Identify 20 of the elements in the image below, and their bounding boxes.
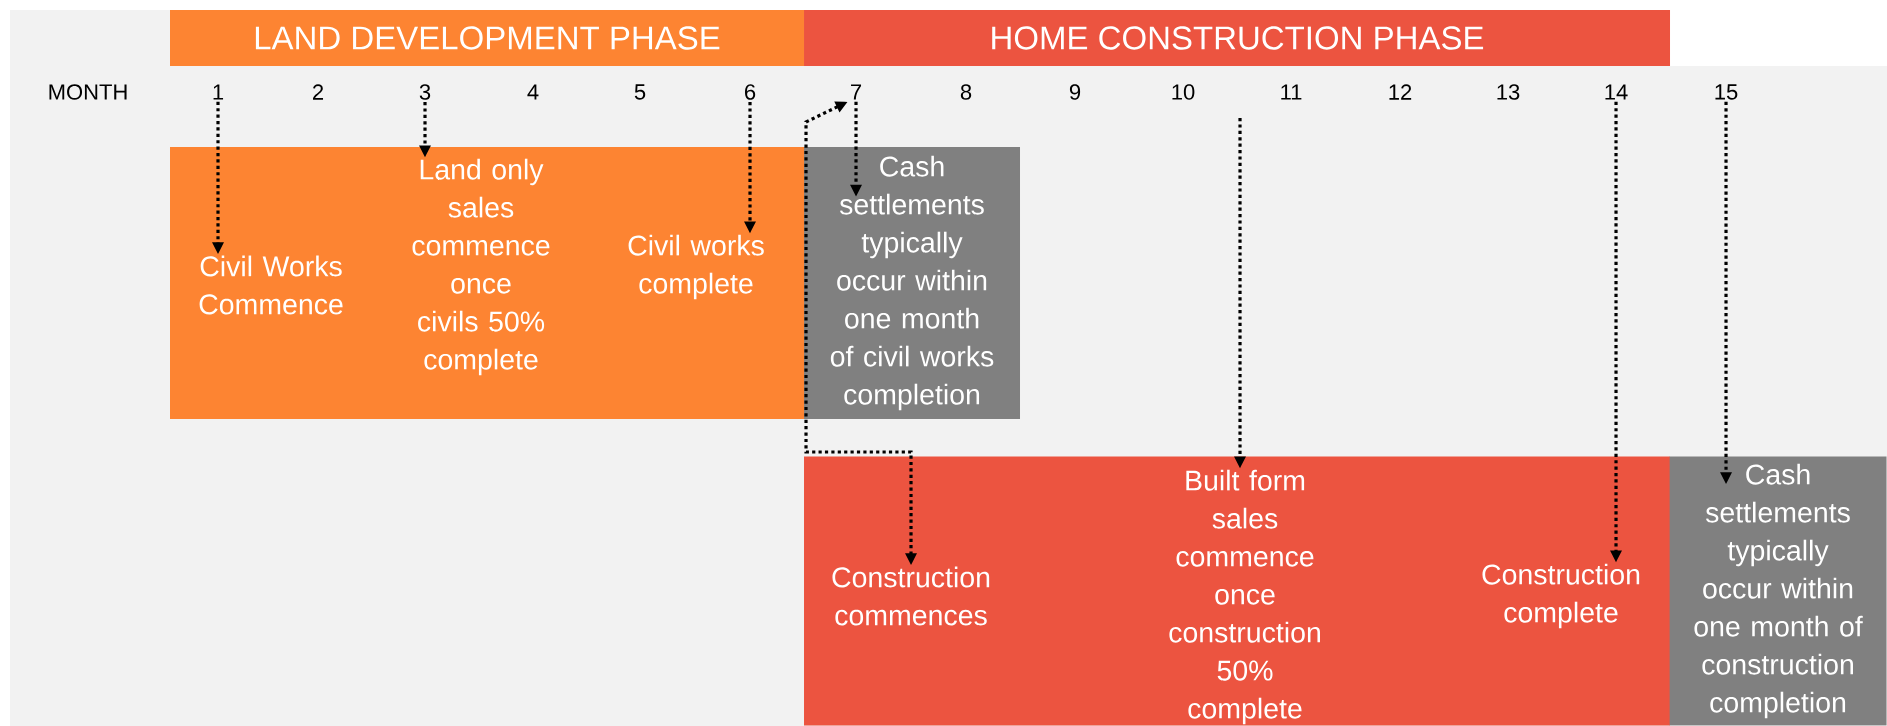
month-number: 15 <box>1715 84 1738 100</box>
phase-banner: HOME CONSTRUCTION PHASE <box>804 10 1670 66</box>
month-number: 7 <box>851 84 862 100</box>
month-label: 8 <box>960 84 972 100</box>
milestone-text: Construction complete <box>1482 563 1640 629</box>
milestone-text: Civil works complete <box>628 234 764 300</box>
milestone-text: Construction commences <box>832 566 990 626</box>
month-number: 3 <box>419 84 431 100</box>
month-number: 14 <box>1605 84 1628 100</box>
phase-panel <box>804 456 1670 726</box>
milestone-text: Land only sales commence once civils 50% complete <box>412 158 550 376</box>
milestone-text: Built form sales commence once construction 50% complete <box>1169 469 1320 725</box>
phase-panel <box>170 147 804 419</box>
settlement-box: Cash settlements typically occur within one month of construction completion <box>1669 456 1887 726</box>
phase-banner: LAND DEVELOPMENT PHASE <box>170 10 804 66</box>
month-number: 1 <box>213 84 224 100</box>
settlement-box: Cash settlements typically occur within one month of civil works completion <box>804 147 1020 419</box>
month-number: 6 <box>745 84 756 100</box>
month-label: MONTH <box>49 84 127 100</box>
milestone-text: Civil Works Commence <box>199 255 343 315</box>
